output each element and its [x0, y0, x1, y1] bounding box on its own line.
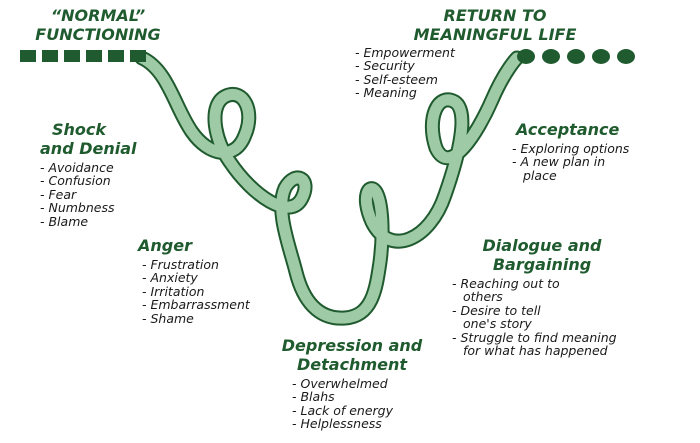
depression-stage: Depression and Detachment Overwhelmed Bl…: [252, 336, 452, 431]
acceptance-title: Acceptance: [516, 120, 620, 139]
acceptance-stage: Acceptance Exploring options A new plan …: [512, 120, 692, 182]
shock-items: Avoidance Confusion Fear Numbness Blame: [40, 161, 180, 228]
list-item: Frustration: [142, 258, 288, 272]
list-item: Embarrassment: [142, 298, 288, 312]
list-item: Irritation: [142, 284, 288, 298]
dialogue-items: Reaching out to others Desire to tell on…: [452, 277, 616, 357]
list-item: Empowerment: [355, 46, 457, 60]
list-item: Confusion: [40, 174, 180, 188]
normal-functioning-label: “NORMAL” FUNCTIONING: [18, 6, 178, 44]
list-item: Struggle to find meaning for what has ha…: [452, 330, 623, 358]
normal-line2: FUNCTIONING: [35, 25, 161, 44]
list-item: Avoidance: [40, 161, 180, 175]
acceptance-items: Exploring options A new plan in place: [512, 142, 672, 182]
normal-line1: “NORMAL”: [50, 6, 146, 25]
list-item: Fear: [40, 187, 180, 201]
normal-dash-marks: [20, 50, 146, 62]
dialogue-stage: Dialogue and Bargaining Reaching out to …: [452, 236, 632, 357]
shock-stage: Shock and Denial Avoidance Confusion Fea…: [40, 120, 180, 228]
depression-items: Overwhelmed Blahs Lack of energy Helples…: [292, 377, 452, 431]
return-dot-marks: [517, 49, 635, 64]
list-item: Anxiety: [142, 271, 288, 285]
anger-stage: Anger Frustration Anxiety Irritation Emb…: [138, 236, 288, 325]
shock-line1: Shock: [52, 120, 107, 139]
list-item: Overwhelmed: [292, 377, 452, 391]
list-item: A new plan in place: [512, 155, 633, 182]
return-items: Empowerment Security Self-esteem Meaning: [355, 46, 457, 100]
return-label: RETURN TO MEANINGFUL LIFE: [380, 6, 610, 44]
anger-items: Frustration Anxiety Irritation Embarrass…: [142, 258, 288, 325]
depression-line1: Depression and: [281, 336, 423, 355]
anger-title: Anger: [138, 236, 192, 255]
depression-line2: Detachment: [296, 355, 407, 374]
list-item: Lack of energy: [292, 403, 452, 417]
list-item: Meaning: [355, 86, 457, 100]
list-item: Helplessness: [292, 417, 452, 431]
list-item: Blahs: [292, 390, 452, 404]
list-item: Blame: [40, 214, 180, 228]
list-item: Security: [355, 59, 457, 73]
list-item: Shame: [142, 311, 288, 325]
return-line1: RETURN TO: [443, 6, 547, 25]
list-item: Desire to tell one's story: [452, 304, 567, 331]
list-item: Exploring options: [512, 142, 672, 156]
list-item: Numbness: [40, 201, 180, 215]
list-item: Self-esteem: [355, 72, 457, 86]
dialogue-line1: Dialogue and: [482, 236, 602, 255]
list-item: Reaching out to others: [452, 277, 567, 304]
return-line2: MEANINGFUL LIFE: [413, 25, 577, 44]
shock-line2: and Denial: [40, 139, 137, 158]
dialogue-line2: Bargaining: [492, 255, 592, 274]
